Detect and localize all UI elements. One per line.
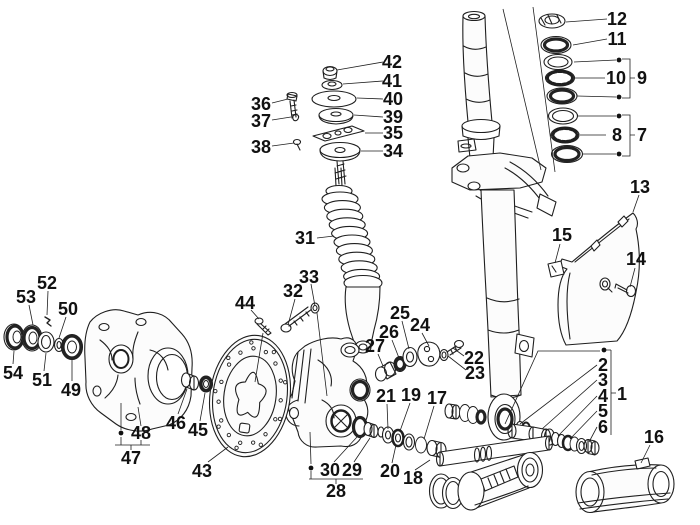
part-label-6: 6 (598, 417, 608, 437)
part-label-10: 10 (606, 68, 626, 88)
part-label-43: 43 (192, 461, 212, 481)
part-label-34: 34 (383, 141, 403, 161)
part-label-35: 35 (383, 123, 403, 143)
part-label-24: 24 (410, 315, 430, 335)
pivot-pin-parts (435, 420, 600, 467)
part-label-44: 44 (235, 293, 255, 313)
part-label-30: 30 (320, 460, 340, 480)
part-label-38: 38 (251, 137, 271, 157)
part-label-1: 1 (617, 384, 627, 404)
part-label-47: 47 (121, 448, 141, 468)
part-label-32: 32 (283, 281, 303, 301)
part-label-21: 21 (376, 386, 396, 406)
shield-panel (547, 212, 640, 346)
part-label-46: 46 (166, 413, 186, 433)
part-label-25: 25 (390, 303, 410, 323)
part-label-12: 12 (607, 9, 627, 29)
fork-leg (451, 10, 557, 441)
part-label-18: 18 (403, 468, 423, 488)
part-label-17: 17 (427, 388, 447, 408)
part-label-14: 14 (626, 249, 646, 269)
part-label-52: 52 (37, 273, 57, 293)
reference-dot (616, 57, 622, 63)
pivot-washers-row (351, 415, 447, 459)
part-label-20: 20 (380, 461, 400, 481)
part-label-37: 37 (251, 111, 271, 131)
part-label-31: 31 (295, 228, 315, 248)
steering-bearing-stack (538, 13, 584, 164)
steering-knuckle (285, 337, 371, 448)
fork-eye-seals (444, 403, 487, 425)
disc-screw (254, 317, 272, 336)
part-label-2: 2 (598, 355, 608, 375)
part-label-39: 39 (383, 107, 403, 127)
brake-disc (208, 334, 292, 458)
reference-dot (616, 113, 622, 119)
part-label-19: 19 (401, 385, 421, 405)
part-label-23: 23 (465, 363, 485, 383)
part-label-50: 50 (58, 299, 78, 319)
shock-mount-stack (286, 65, 365, 185)
part-number-labels: 1234567891011121314151617181920212223242… (3, 9, 664, 501)
part-label-29: 29 (342, 460, 362, 480)
part-label-9: 9 (637, 68, 647, 88)
hub-seal-parts (180, 372, 214, 393)
part-label-33: 33 (299, 267, 319, 287)
part-label-16: 16 (644, 427, 664, 447)
lower-link (428, 451, 544, 511)
reference-dots (118, 57, 622, 471)
reference-dot (308, 465, 314, 471)
part-label-40: 40 (383, 89, 403, 109)
part-label-49: 49 (61, 380, 81, 400)
part-label-15: 15 (552, 225, 572, 245)
part-label-54: 54 (3, 363, 23, 383)
part-label-45: 45 (188, 420, 208, 440)
part-label-28: 28 (326, 481, 346, 501)
leader-lines (12, 6, 651, 484)
part-label-36: 36 (251, 94, 271, 114)
reference-dot (601, 347, 607, 353)
shock-bolt (280, 302, 320, 333)
reference-dot (118, 430, 124, 436)
part-label-53: 53 (16, 287, 36, 307)
reference-dot (616, 151, 622, 157)
part-label-5: 5 (598, 401, 608, 421)
part-label-22: 22 (464, 348, 484, 368)
reference-dot (616, 94, 622, 100)
part-label-48: 48 (131, 423, 151, 443)
part-label-11: 11 (607, 29, 626, 49)
part-label-3: 3 (598, 370, 608, 390)
part-label-4: 4 (598, 386, 608, 406)
link-arm-16 (575, 457, 675, 514)
part-label-27: 27 (365, 336, 385, 356)
wheel-hub (84, 309, 193, 432)
part-label-26: 26 (379, 322, 399, 342)
shock-absorber-spring (321, 167, 383, 354)
part-label-13: 13 (630, 177, 650, 197)
part-label-8: 8 (612, 125, 622, 145)
part-label-51: 51 (32, 370, 52, 390)
hub-spacer-parts (3, 316, 84, 361)
part-label-7: 7 (637, 125, 647, 145)
part-label-42: 42 (382, 52, 402, 72)
suspension-small-parts (374, 339, 465, 382)
part-label-41: 41 (382, 71, 402, 91)
